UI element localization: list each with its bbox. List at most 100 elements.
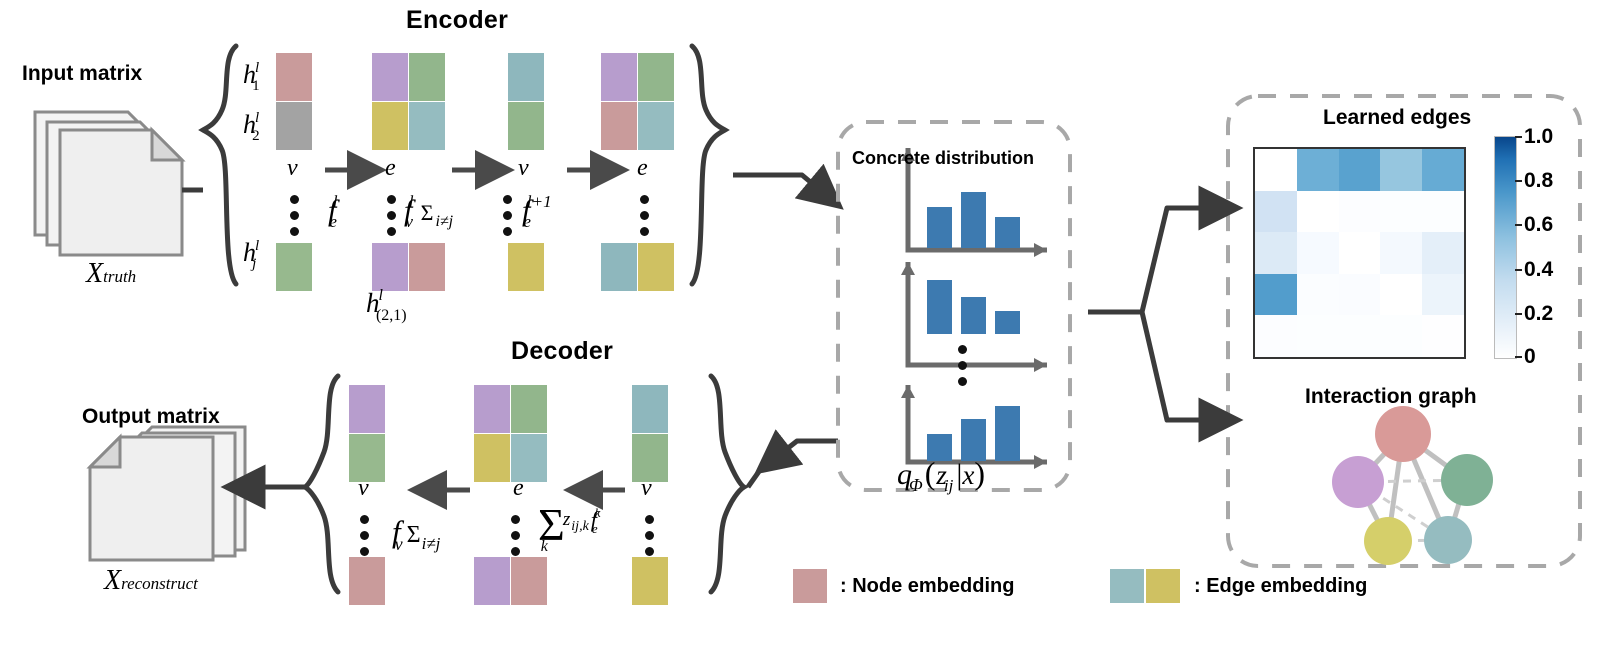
bar-1-2 [961, 192, 986, 248]
dop1-sub: v [394, 534, 403, 554]
encoder-edge-embedding-label: hl(2,1) [366, 287, 415, 324]
dop1-sum: Σ [406, 522, 421, 548]
legend-edge-swatch-a [1110, 569, 1144, 603]
op1-sup: l [332, 192, 338, 211]
h-base-3: h [243, 238, 256, 267]
ij-subscript: ij [943, 476, 954, 495]
encoder-block-c3-r1 [508, 53, 544, 101]
heatmap-cell-3-0 [1255, 273, 1297, 316]
h-sub-1: 1 [252, 78, 260, 94]
heatmap-cell-1-0 [1255, 190, 1297, 233]
phi-symbol: Φ [909, 475, 923, 495]
op1-base: f [328, 194, 337, 227]
decoder-block-c1-r2 [349, 434, 385, 482]
h-sup-2: l [255, 110, 260, 126]
conditional-bar: | [956, 458, 963, 491]
concrete-distribution-title: Concrete distribution [852, 148, 1035, 168]
concrete-vdots [958, 345, 967, 393]
op2-sumsub: i≠j [435, 213, 454, 230]
concrete-to-results-branch [1088, 185, 1244, 443]
decoder-title: Decoder [511, 337, 614, 365]
heatmap-cell-2-3 [1380, 232, 1423, 274]
decoder-stage-label-2: e [513, 475, 524, 501]
decoder-operator-2: Σkzij,kfek [538, 498, 614, 555]
decoder-vdots-3 [645, 515, 654, 563]
bar-1-3 [995, 217, 1020, 248]
encoder-block-c3-r3 [508, 243, 544, 291]
heatmap-cell-3-3 [1380, 273, 1423, 316]
decoder-left-brace [300, 373, 341, 595]
colorbar-label-5: 0.2 [1524, 302, 1554, 325]
encoder-block-c2a-r3 [372, 243, 408, 291]
encoder-block-c4b-r3 [638, 243, 674, 291]
heatmap-cell-4-1 [1296, 315, 1339, 357]
input-symbol: X [86, 258, 104, 289]
q-symbol: q [897, 458, 912, 491]
encoder-vdots-3 [503, 195, 512, 243]
z-symbol: z [936, 460, 947, 490]
input-matrix-caption: Xtruth [86, 258, 136, 290]
colorbar-tick-2 [1515, 180, 1522, 182]
bar-2-1 [927, 280, 952, 334]
edge-label-sup: l [378, 287, 383, 304]
encoder-title: Encoder [406, 6, 509, 34]
decoder-block-c2a-r3 [474, 557, 510, 605]
decoder-block-c2b-r2 [511, 434, 547, 482]
decoder-block-c1-r3 [349, 557, 385, 605]
encoder-vdots-1 [290, 195, 299, 243]
bar-3-3 [995, 406, 1020, 461]
encoder-operator-1: fel [328, 192, 349, 231]
heatmap-cell-4-4 [1422, 315, 1464, 357]
heatmap-cell-1-4 [1422, 190, 1464, 233]
decoder-block-c2a-r2 [474, 434, 510, 482]
colorbar-label-4: 0.4 [1524, 258, 1554, 281]
h-sub-2: 2 [252, 128, 260, 144]
graph-node-left [1332, 456, 1384, 508]
encoder-vdots-2 [387, 195, 396, 243]
encoder-to-concrete-arrow [733, 163, 844, 210]
heatmap-cell-0-3 [1380, 149, 1423, 191]
bar-3-1 [927, 434, 952, 461]
encoder-block-c2b-r2 [409, 102, 445, 150]
heatmap-cell-0-0 [1255, 149, 1297, 191]
learned-edges-heatmap [1253, 147, 1466, 359]
dop1-base: f [392, 514, 401, 549]
encoder-stage-label-2: e [385, 155, 396, 181]
graph-node-bottom-left [1364, 517, 1412, 565]
concrete-distribution-formula: qΦ(zij|x) [897, 455, 985, 495]
legend-node-swatch [793, 569, 827, 603]
encoder-block-c2a-r2 [372, 102, 408, 150]
encoder-row-label-2: hl2 [243, 110, 268, 144]
output-matrix-caption: Xreconstruct [104, 565, 198, 597]
decoder-block-c2b-r3 [511, 557, 547, 605]
decoder-block-c3-r3 [632, 557, 668, 605]
interaction-graph-title: Interaction graph [1305, 385, 1477, 408]
bar-1-1 [927, 207, 952, 248]
decoder-block-c3-r1 [632, 385, 668, 433]
heatmap-cell-3-4 [1422, 273, 1464, 316]
edge-label-base: h [366, 288, 380, 318]
legend-node-text: : Node embedding [840, 575, 1015, 597]
heatmap-cell-2-2 [1338, 232, 1381, 274]
encoder-block-c1-r3 [276, 243, 312, 291]
heatmap-cell-3-1 [1296, 273, 1339, 316]
decoder-block-c1-r1 [349, 385, 385, 433]
graph-node-top [1375, 406, 1431, 462]
heatmap-cell-2-1 [1296, 232, 1339, 274]
output-subscript: reconstruct [121, 574, 198, 593]
dop2-termsub: ij,k [571, 518, 589, 534]
encoder-block-c2b-r1 [409, 53, 445, 101]
input-matrix-paper-stack [33, 110, 186, 257]
op3-sup: l+1 [526, 192, 552, 211]
results-dashed-box [1226, 94, 1582, 568]
encoder-block-c4b-r2 [638, 102, 674, 150]
op2-sup: l [408, 192, 414, 211]
heatmap-cell-4-0 [1255, 315, 1297, 357]
encoder-stage-label-1: v [287, 155, 298, 181]
encoder-block-c1-r2 [276, 102, 312, 150]
heatmap-cell-2-0 [1255, 232, 1297, 274]
encoder-block-c2b-r3 [409, 243, 445, 291]
encoder-stage-label-4: e [637, 155, 648, 181]
